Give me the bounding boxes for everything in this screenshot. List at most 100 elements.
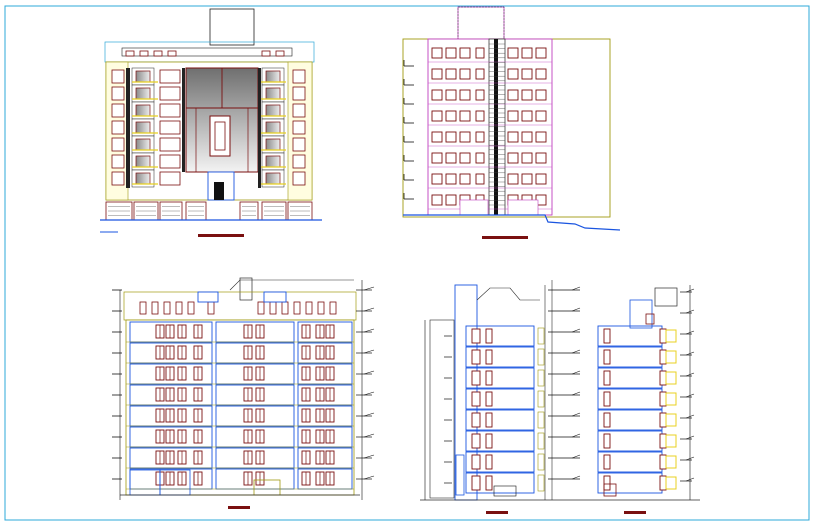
window [275,50,285,57]
window [445,89,457,101]
level-arrow [571,349,581,354]
balcony [665,476,677,490]
level-arrow [571,286,581,291]
window [111,171,125,186]
window [153,50,163,57]
window [269,301,277,315]
window [431,131,443,143]
front-elevation [100,8,322,237]
level-arrow [363,433,375,438]
window [521,152,533,164]
door [603,370,611,386]
room [465,367,535,389]
door [485,391,493,407]
window [521,47,533,59]
window [475,173,485,185]
window [459,173,471,185]
window [521,89,533,101]
roof-room [263,291,287,303]
door [659,391,667,407]
window [459,152,471,164]
window [207,301,215,315]
level-arrow [363,349,375,354]
window [445,131,457,143]
balcony [665,329,677,343]
window [139,50,149,57]
window [521,173,533,185]
level-arrow [571,328,581,333]
window [265,138,281,151]
window [159,171,181,186]
window [159,137,181,152]
sheet-border [4,5,810,521]
door [471,328,481,344]
window [257,301,265,315]
room [465,472,535,494]
window [292,69,306,84]
side-elevation [402,6,621,239]
level-arrow [363,391,375,396]
entrance [507,199,539,216]
window [111,120,125,135]
window [475,47,485,59]
window [111,86,125,101]
room [465,451,535,473]
balcony [537,432,545,450]
window [293,301,301,315]
window [507,89,519,101]
level-arrow [571,454,581,459]
level-arrow [571,307,581,312]
window [431,194,443,206]
ground-element [603,483,617,497]
window [521,68,533,80]
window [292,120,306,135]
window [475,68,485,80]
window [445,47,457,59]
door [603,328,611,344]
window [507,68,519,80]
window [535,89,547,101]
window [292,103,306,118]
window [431,152,443,164]
door [471,433,481,449]
window [135,138,151,151]
balcony [665,371,677,385]
balcony [665,350,677,364]
window [159,103,181,118]
window [535,68,547,80]
level-arrow [571,391,581,396]
window [175,301,183,315]
window [535,152,547,164]
window [535,131,547,143]
window [135,155,151,168]
window [459,110,471,122]
door [485,370,493,386]
window [317,301,325,315]
door [659,412,667,428]
balcony [537,348,545,366]
door [659,349,667,365]
window [445,110,457,122]
window [507,131,519,143]
balcony [665,434,677,448]
window [261,50,271,57]
level-arrow [571,412,581,417]
window [111,103,125,118]
window [281,301,289,315]
door [485,454,493,470]
window [111,137,125,152]
window [507,173,519,185]
window [265,87,281,100]
room [465,388,535,410]
window [431,173,443,185]
pier [126,68,130,188]
window [459,89,471,101]
room [465,346,535,368]
window [111,154,125,169]
window [431,47,443,59]
door [485,412,493,428]
door [603,349,611,365]
window [292,154,306,169]
roof-detail [645,313,655,325]
window [431,110,443,122]
